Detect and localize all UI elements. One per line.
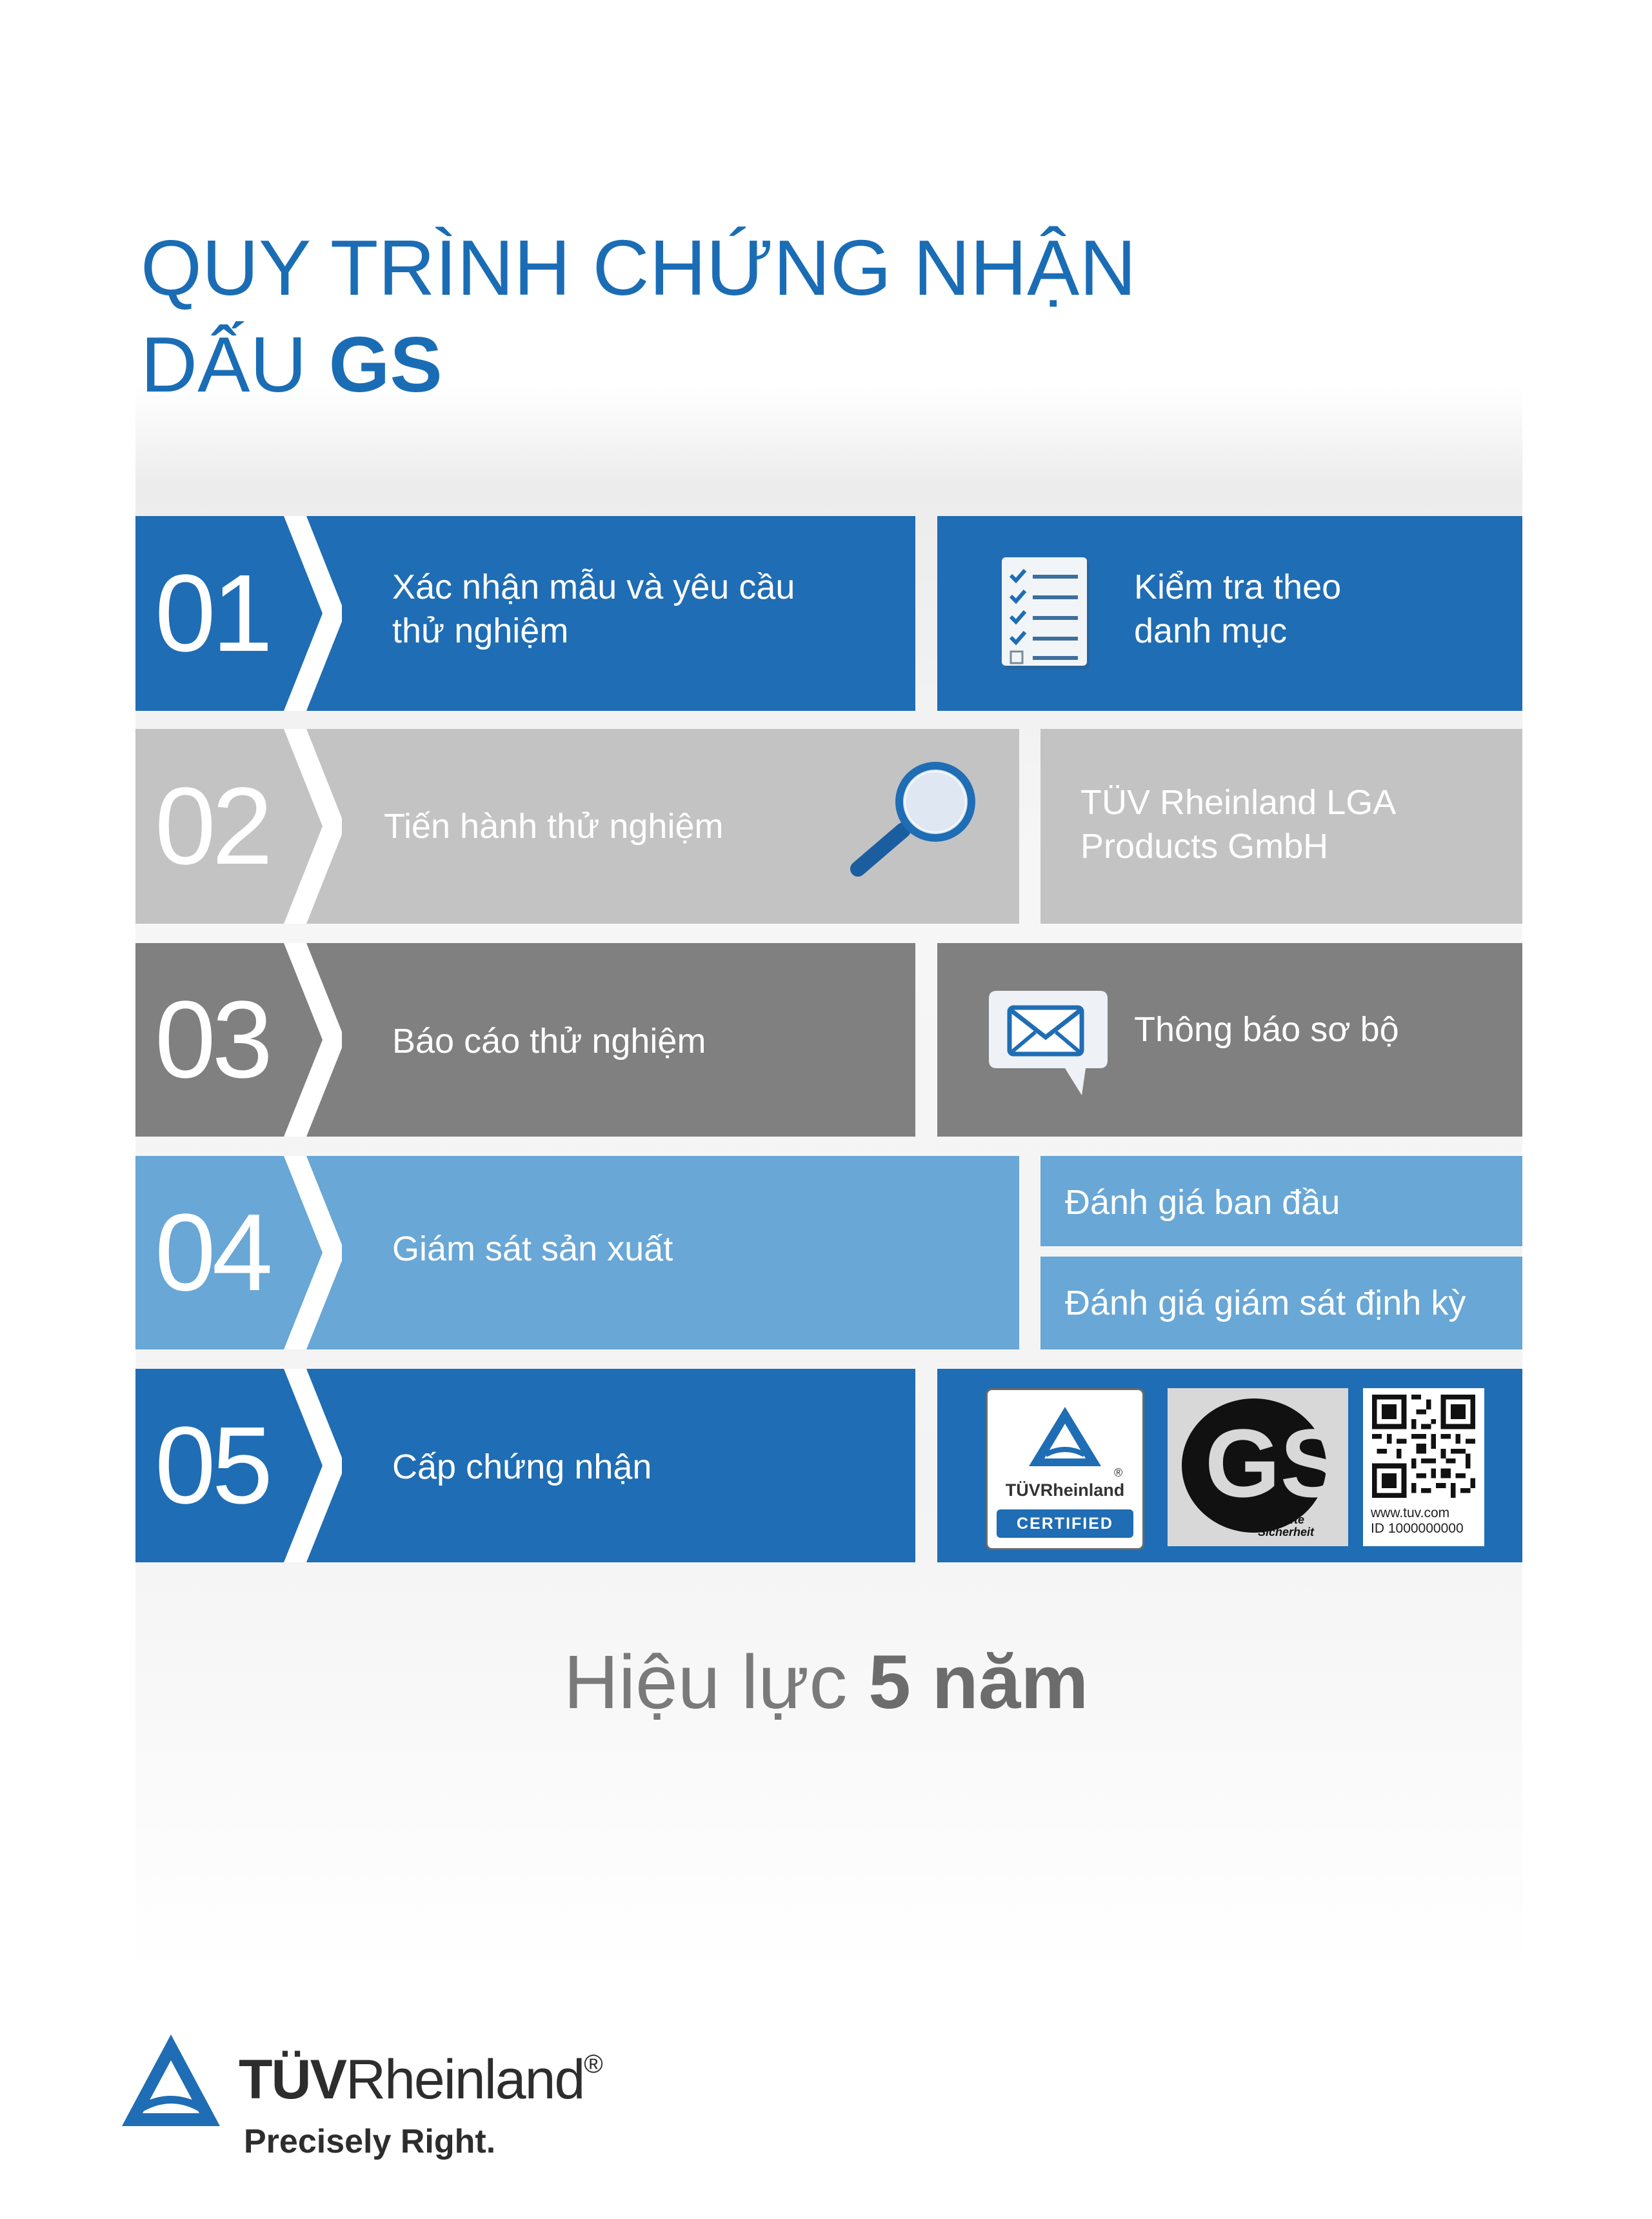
step-label: Cấp chứng nhận bbox=[392, 1448, 652, 1486]
brand-name-light: Rheinland bbox=[346, 2049, 585, 2111]
title-line-2: DẤU GS bbox=[141, 316, 1136, 413]
envelope-icon bbox=[989, 991, 1108, 1095]
step-label: Tiến hành thử nghiệm bbox=[384, 807, 724, 846]
gs-mark-icon: GS bbox=[1182, 1398, 1345, 1533]
step-03-band: 03 Báo cáo thử nghiệm bbox=[135, 943, 915, 1137]
chevron-divider-icon bbox=[284, 516, 342, 711]
step-detail-line-1: Kiểm tra theo bbox=[1134, 568, 1342, 606]
step-04-detail-b-band: Đánh giá giám sát định kỳ bbox=[1040, 1257, 1522, 1349]
step-05-badges-band: ® TÜVRheinland CERTIFIED GS geprüfte Sic… bbox=[937, 1369, 1522, 1562]
chevron-divider-icon bbox=[284, 729, 342, 924]
svg-text:GS: GS bbox=[1205, 1409, 1345, 1517]
brand-name: TÜVRheinland® bbox=[239, 2048, 603, 2112]
step-04-detail-a-band: Đánh giá ban đầu bbox=[1040, 1156, 1522, 1246]
step-label: Giám sát sản xuất bbox=[392, 1229, 673, 1268]
step-number: 01 bbox=[155, 552, 273, 675]
step-detail-line-2: danh mục bbox=[1134, 612, 1288, 650]
tuv-certified-badge: ® TÜVRheinland CERTIFIED bbox=[986, 1388, 1144, 1550]
title-line-1: QUY TRÌNH CHỨNG NHẬN bbox=[141, 224, 1137, 312]
qr-code-icon bbox=[1372, 1395, 1475, 1498]
magnifier-icon bbox=[850, 762, 975, 877]
step-02-band: 02 Tiến hành thử nghiệm bbox=[135, 729, 1019, 924]
step-detail: Kiểm tra theo danh mục bbox=[1134, 565, 1341, 653]
step-label: Báo cáo thử nghiệm bbox=[392, 1022, 706, 1060]
step-detail: Thông báo sơ bộ bbox=[1134, 1010, 1399, 1049]
step-number: 03 bbox=[155, 979, 273, 1101]
gs-caption-line-2: Sicherheit bbox=[1258, 1526, 1315, 1538]
tuv-badge-name: TÜVRheinland bbox=[1005, 1480, 1125, 1500]
chevron-divider-icon bbox=[284, 1369, 342, 1562]
qr-id: ID 1000000000 bbox=[1371, 1521, 1464, 1536]
tuv-triangle-icon bbox=[1029, 1407, 1101, 1466]
tuv-badge-certified: CERTIFIED bbox=[997, 1509, 1133, 1538]
checklist-icon bbox=[1002, 557, 1090, 670]
step-number: 04 bbox=[155, 1191, 273, 1314]
step-number: 02 bbox=[155, 765, 273, 888]
step-01-band: 01 Xác nhận mẫu và yêu cầu thử nghiệm bbox=[135, 516, 915, 711]
step-05-band: 05 Cấp chứng nhận bbox=[135, 1369, 915, 1562]
tuv-logo-icon bbox=[122, 2035, 220, 2126]
gs-caption-line-1: geprüfte bbox=[1258, 1513, 1304, 1526]
validity-duration: 5 năm bbox=[868, 1640, 1089, 1725]
gs-mark-badge: GS geprüfte Sicherheit bbox=[1168, 1388, 1348, 1546]
step-03-detail-band: Thông báo sơ bộ bbox=[937, 943, 1522, 1137]
step-detail-b: Đánh giá giám sát định kỳ bbox=[1065, 1284, 1466, 1322]
brand-name-bold: TÜV bbox=[239, 2049, 347, 2111]
validity-prefix: Hiệu lực bbox=[563, 1640, 869, 1725]
step-label: Xác nhận mẫu và yêu cầu thử nghiệm bbox=[392, 565, 795, 653]
step-02-detail-band: TÜV Rheinland LGA Products GmbH bbox=[1040, 729, 1522, 924]
page-title: QUY TRÌNH CHỨNG NHẬN DẤU GS bbox=[141, 219, 1136, 413]
step-04-band: 04 Giám sát sản xuất bbox=[135, 1156, 1019, 1349]
qr-url: www.tuv.com bbox=[1371, 1506, 1450, 1520]
chevron-divider-icon bbox=[284, 943, 342, 1137]
step-detail-line-2: Products GmbH bbox=[1080, 827, 1329, 866]
brand-registered: ® bbox=[584, 2050, 603, 2078]
qr-code-badge: www.tuv.com ID 1000000000 bbox=[1363, 1388, 1484, 1546]
step-detail-line-1: TÜV Rheinland LGA bbox=[1080, 783, 1397, 822]
step-detail: TÜV Rheinland LGA Products GmbH bbox=[1080, 781, 1396, 868]
qr-caption: www.tuv.com ID 1000000000 bbox=[1371, 1506, 1464, 1537]
step-label-line-2: thử nghiệm bbox=[392, 612, 569, 650]
gs-mark-caption: geprüfte Sicherheit bbox=[1258, 1514, 1314, 1538]
validity-text: Hiệu lực 5 năm bbox=[0, 1638, 1652, 1726]
step-number: 05 bbox=[155, 1404, 273, 1527]
brand-slogan: Precisely Right. bbox=[244, 2123, 496, 2160]
step-detail-a: Đánh giá ban đầu bbox=[1065, 1183, 1340, 1222]
step-label-line-1: Xác nhận mẫu và yêu cầu bbox=[392, 568, 795, 606]
chevron-divider-icon bbox=[284, 1156, 342, 1349]
title-line-2-bold: GS bbox=[328, 321, 443, 408]
tuv-badge-registered: ® bbox=[1114, 1466, 1123, 1479]
title-line-2-prefix: DẤU bbox=[141, 321, 329, 408]
step-01-detail-band: Kiểm tra theo danh mục bbox=[937, 516, 1522, 711]
